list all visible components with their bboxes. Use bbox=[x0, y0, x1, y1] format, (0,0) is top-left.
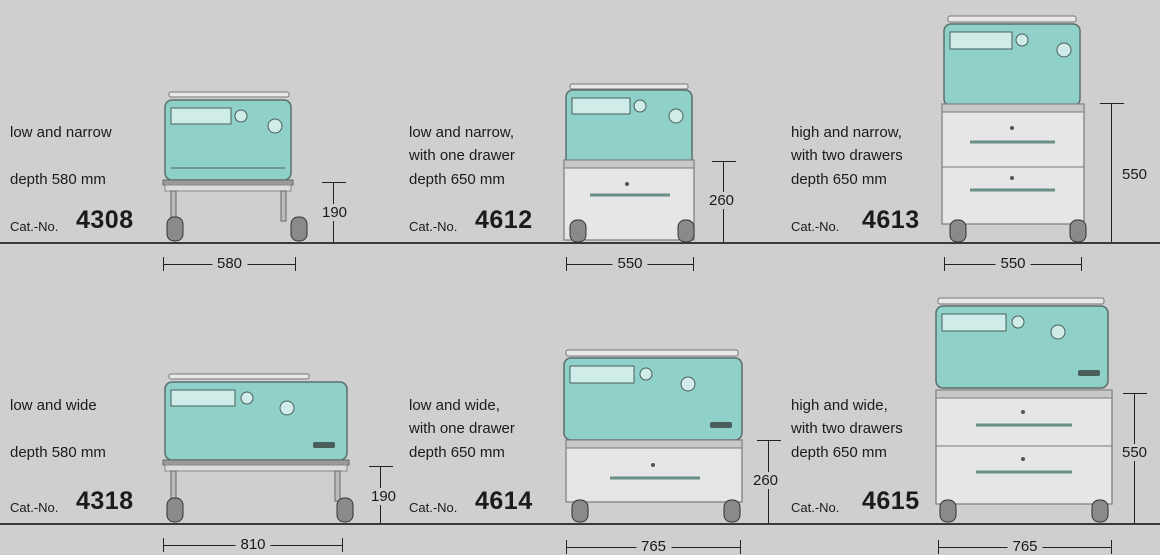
cat-number: 4613 bbox=[862, 206, 920, 234]
width-dimension: 765 bbox=[938, 538, 1112, 555]
width-value: 580 bbox=[211, 255, 248, 272]
cat-label: Cat.-No. bbox=[10, 219, 59, 234]
height-value: 190 bbox=[317, 204, 353, 221]
height-value: 260 bbox=[748, 472, 784, 489]
cat-number: 4614 bbox=[475, 487, 533, 515]
cat-number: 4318 bbox=[76, 487, 134, 515]
model-depth: depth 650 mm bbox=[409, 171, 505, 188]
width-value: 765 bbox=[635, 538, 672, 555]
width-dimension: 550 bbox=[566, 255, 694, 272]
floor-line-top bbox=[0, 242, 1160, 244]
model-depth: depth 650 mm bbox=[791, 444, 887, 461]
machine-illustration bbox=[162, 91, 308, 242]
model-depth: depth 580 mm bbox=[10, 444, 106, 461]
model-description-line2: with two drawers bbox=[791, 147, 903, 164]
machine-illustration bbox=[162, 373, 354, 523]
model-description: low and narrow bbox=[10, 124, 112, 141]
width-dimension: 580 bbox=[163, 255, 296, 272]
height-value: 190 bbox=[366, 488, 402, 505]
model-description: low and wide, bbox=[409, 397, 500, 414]
machine-illustration bbox=[563, 349, 743, 523]
model-depth: depth 580 mm bbox=[10, 171, 106, 188]
width-value: 550 bbox=[995, 255, 1031, 272]
cat-label: Cat.-No. bbox=[791, 219, 840, 234]
height-value: 260 bbox=[704, 192, 740, 209]
cat-number: 4612 bbox=[475, 206, 533, 234]
width-dimension: 810 bbox=[163, 536, 343, 553]
cat-number: 4308 bbox=[76, 206, 134, 234]
cat-label: Cat.-No. bbox=[791, 500, 840, 515]
height-dimension bbox=[1100, 103, 1124, 242]
cat-label: Cat.-No. bbox=[409, 500, 458, 515]
model-description-line2: with one drawer bbox=[409, 147, 515, 164]
width-dimension: 550 bbox=[944, 255, 1082, 272]
height-value: 550 bbox=[1117, 444, 1153, 461]
model-description: low and narrow, bbox=[409, 124, 515, 141]
model-description-line2: with one drawer bbox=[409, 420, 515, 437]
width-value: 765 bbox=[1007, 538, 1043, 555]
model-description: high and wide, bbox=[791, 397, 888, 414]
model-depth: depth 650 mm bbox=[409, 444, 505, 461]
model-description: high and narrow, bbox=[791, 124, 902, 141]
model-description: low and wide bbox=[10, 397, 97, 414]
machine-illustration bbox=[935, 297, 1113, 523]
height-value: 550 bbox=[1117, 166, 1153, 183]
cat-label: Cat.-No. bbox=[409, 219, 458, 234]
cat-number: 4615 bbox=[862, 487, 920, 515]
floor-line-bottom bbox=[0, 523, 1160, 525]
width-value: 550 bbox=[612, 255, 648, 272]
width-value: 810 bbox=[235, 536, 271, 553]
cat-label: Cat.-No. bbox=[10, 500, 59, 515]
machine-illustration bbox=[563, 83, 695, 243]
model-depth: depth 650 mm bbox=[791, 171, 887, 188]
machine-illustration bbox=[941, 15, 1087, 243]
width-dimension: 765 bbox=[566, 538, 741, 555]
model-description-line2: with two drawers bbox=[791, 420, 903, 437]
